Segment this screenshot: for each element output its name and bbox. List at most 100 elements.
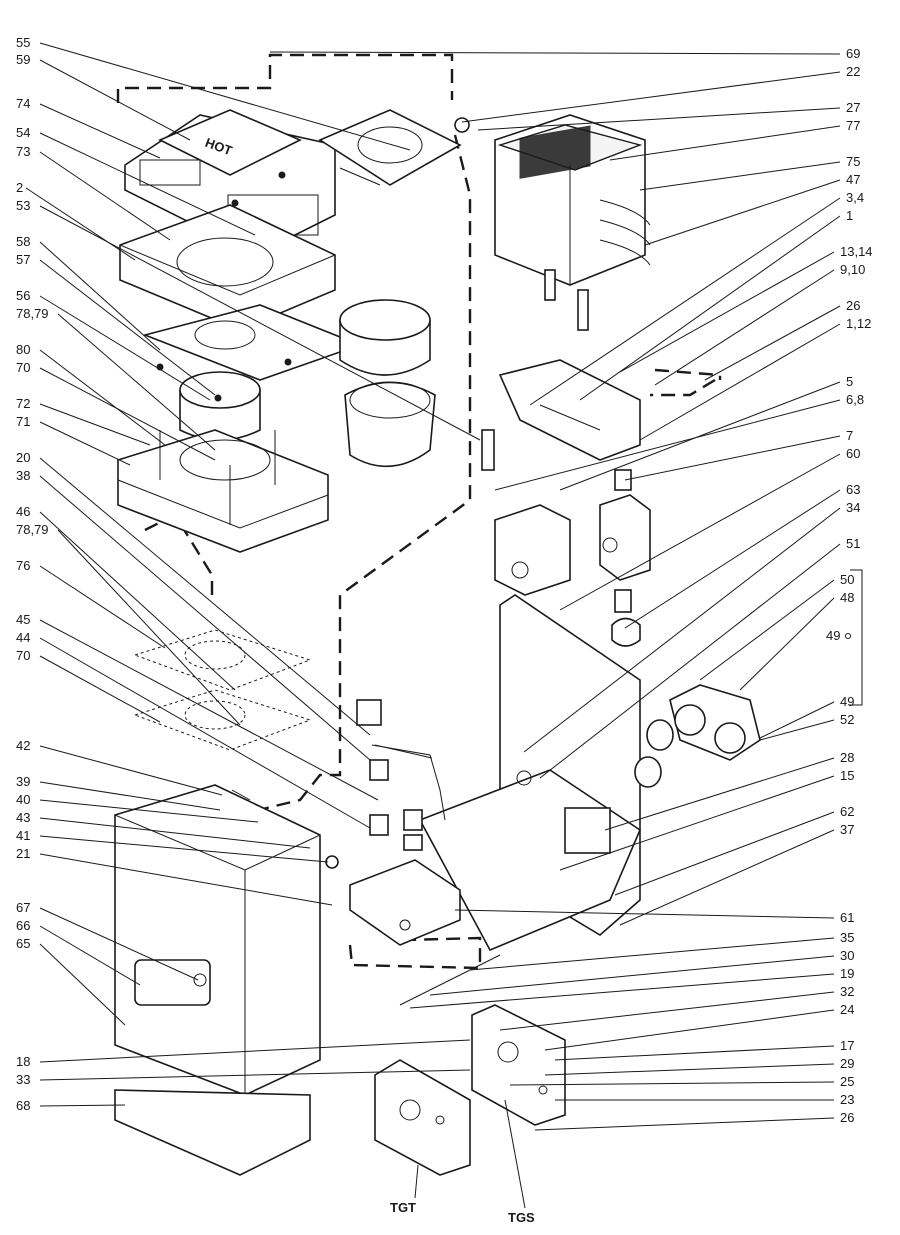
- leader-lines-left: [25, 42, 481, 1107]
- gas-valve-right: [599, 469, 651, 647]
- callout-left: 39: [16, 774, 30, 789]
- leader-tgs: [504, 1099, 526, 1209]
- leader-tgt: [414, 1164, 419, 1199]
- callout-right: 35: [840, 930, 854, 945]
- callout-right: 5: [846, 374, 853, 389]
- callout-left: 71: [16, 414, 30, 429]
- callout-right: 75: [846, 154, 860, 169]
- callout-left: 58: [16, 234, 30, 249]
- callout-right: 28: [840, 750, 854, 765]
- label-tgt: TGT: [390, 1200, 416, 1215]
- callout-right: 22: [846, 64, 860, 79]
- callout-right: 19: [840, 966, 854, 981]
- callout-right: 60: [846, 446, 860, 461]
- heat-exchanger: [454, 114, 651, 331]
- bracket-node: [845, 633, 851, 639]
- callout-left: 76: [16, 558, 30, 573]
- outer-casing: [114, 784, 321, 1176]
- callout-right: 26: [840, 1110, 854, 1125]
- callout-left: 70: [16, 360, 30, 375]
- burner-plate-dotted: [133, 629, 312, 751]
- callout-left: 67: [16, 900, 30, 915]
- callout-left: 57: [16, 252, 30, 267]
- callout-left: 73: [16, 144, 30, 159]
- callout-left: 66: [16, 918, 30, 933]
- callout-right: 29: [840, 1056, 854, 1071]
- callout-right: 49: [840, 694, 854, 709]
- callout-right: 3,4: [846, 190, 864, 205]
- callout-right: 25: [840, 1074, 854, 1089]
- water-connection-flange: [634, 684, 761, 788]
- leader-lines-right: [269, 51, 841, 1131]
- callout-left: 44: [16, 630, 30, 645]
- bracket-50-49: [850, 569, 863, 706]
- callout-left: 46: [16, 504, 30, 519]
- callout-right: 48: [840, 590, 854, 605]
- callout-right: 51: [846, 536, 860, 551]
- callout-right: 13,14: [840, 244, 873, 259]
- callout-right: 52: [840, 712, 854, 727]
- callout-left: 78,79: [16, 306, 49, 321]
- callout-left: 65: [16, 936, 30, 951]
- gas-valve-left: [494, 504, 571, 596]
- callout-left: 20: [16, 450, 30, 465]
- callout-left: 53: [16, 198, 30, 213]
- callout-left: 68: [16, 1098, 30, 1113]
- callout-left: 43: [16, 810, 30, 825]
- callout-right: 6,8: [846, 392, 864, 407]
- callout-left: 18: [16, 1054, 30, 1069]
- callout-right: 27: [846, 100, 860, 115]
- callout-right: 24: [840, 1002, 854, 1017]
- callout-left: 40: [16, 792, 30, 807]
- callout-right: 49: [826, 628, 840, 643]
- callout-right: 47: [846, 172, 860, 187]
- callout-left: 21: [16, 846, 30, 861]
- pipework: [231, 699, 501, 1006]
- main-chassis: [418, 594, 641, 952]
- callout-left: 74: [16, 96, 30, 111]
- callout-right: 37: [840, 822, 854, 837]
- callout-right: 32: [840, 984, 854, 999]
- burner-housing: [117, 429, 329, 553]
- callout-left: 70: [16, 648, 30, 663]
- callout-right: 7: [846, 428, 853, 443]
- flue-adapter-plate: [318, 109, 462, 186]
- callout-right: 9,10: [840, 262, 865, 277]
- callouts-right-group: 69 22 27 77 75 47 3,4 1 13,14 9,10 26 1,…: [826, 46, 873, 1125]
- callout-right: 63: [846, 482, 860, 497]
- callout-left: 78,79: [16, 522, 49, 537]
- control-cover-assembly: HOT: [124, 109, 336, 256]
- callout-left: 42: [16, 738, 30, 753]
- callout-right: 26: [846, 298, 860, 313]
- callout-left: 45: [16, 612, 30, 627]
- callout-right: 69: [846, 46, 860, 61]
- callout-left: 54: [16, 125, 30, 140]
- callout-right: 62: [840, 804, 854, 819]
- callout-right: 17: [840, 1038, 854, 1053]
- pilot-burner-assembly: [481, 359, 641, 471]
- callout-left: 80: [16, 342, 30, 357]
- top-frame-gasket: [119, 204, 336, 331]
- callouts-left-group: 55 59 74 54 73 2 53 58 57 56 78,79 80 70…: [16, 35, 49, 1113]
- callout-left: 41: [16, 828, 30, 843]
- callout-right: 77: [846, 118, 860, 133]
- callout-right: 1: [846, 208, 853, 223]
- control-module-tgt: [374, 1059, 471, 1176]
- callout-left: 72: [16, 396, 30, 411]
- callout-right: 34: [846, 500, 860, 515]
- callout-left: 2: [16, 180, 23, 195]
- control-module-tgs: [471, 1004, 566, 1126]
- dashed-group-lines: [116, 53, 722, 970]
- label-tgs: TGS: [508, 1210, 535, 1225]
- callout-right: 23: [840, 1092, 854, 1107]
- callout-left: 56: [16, 288, 30, 303]
- callout-right: 15: [840, 768, 854, 783]
- callout-right: 50: [840, 572, 854, 587]
- callout-left: 33: [16, 1072, 30, 1087]
- mounting-plate: [142, 304, 363, 381]
- callout-right: 30: [840, 948, 854, 963]
- callout-left: 55: [16, 35, 30, 50]
- callout-right: 1,12: [846, 316, 871, 331]
- callout-left: 38: [16, 468, 30, 483]
